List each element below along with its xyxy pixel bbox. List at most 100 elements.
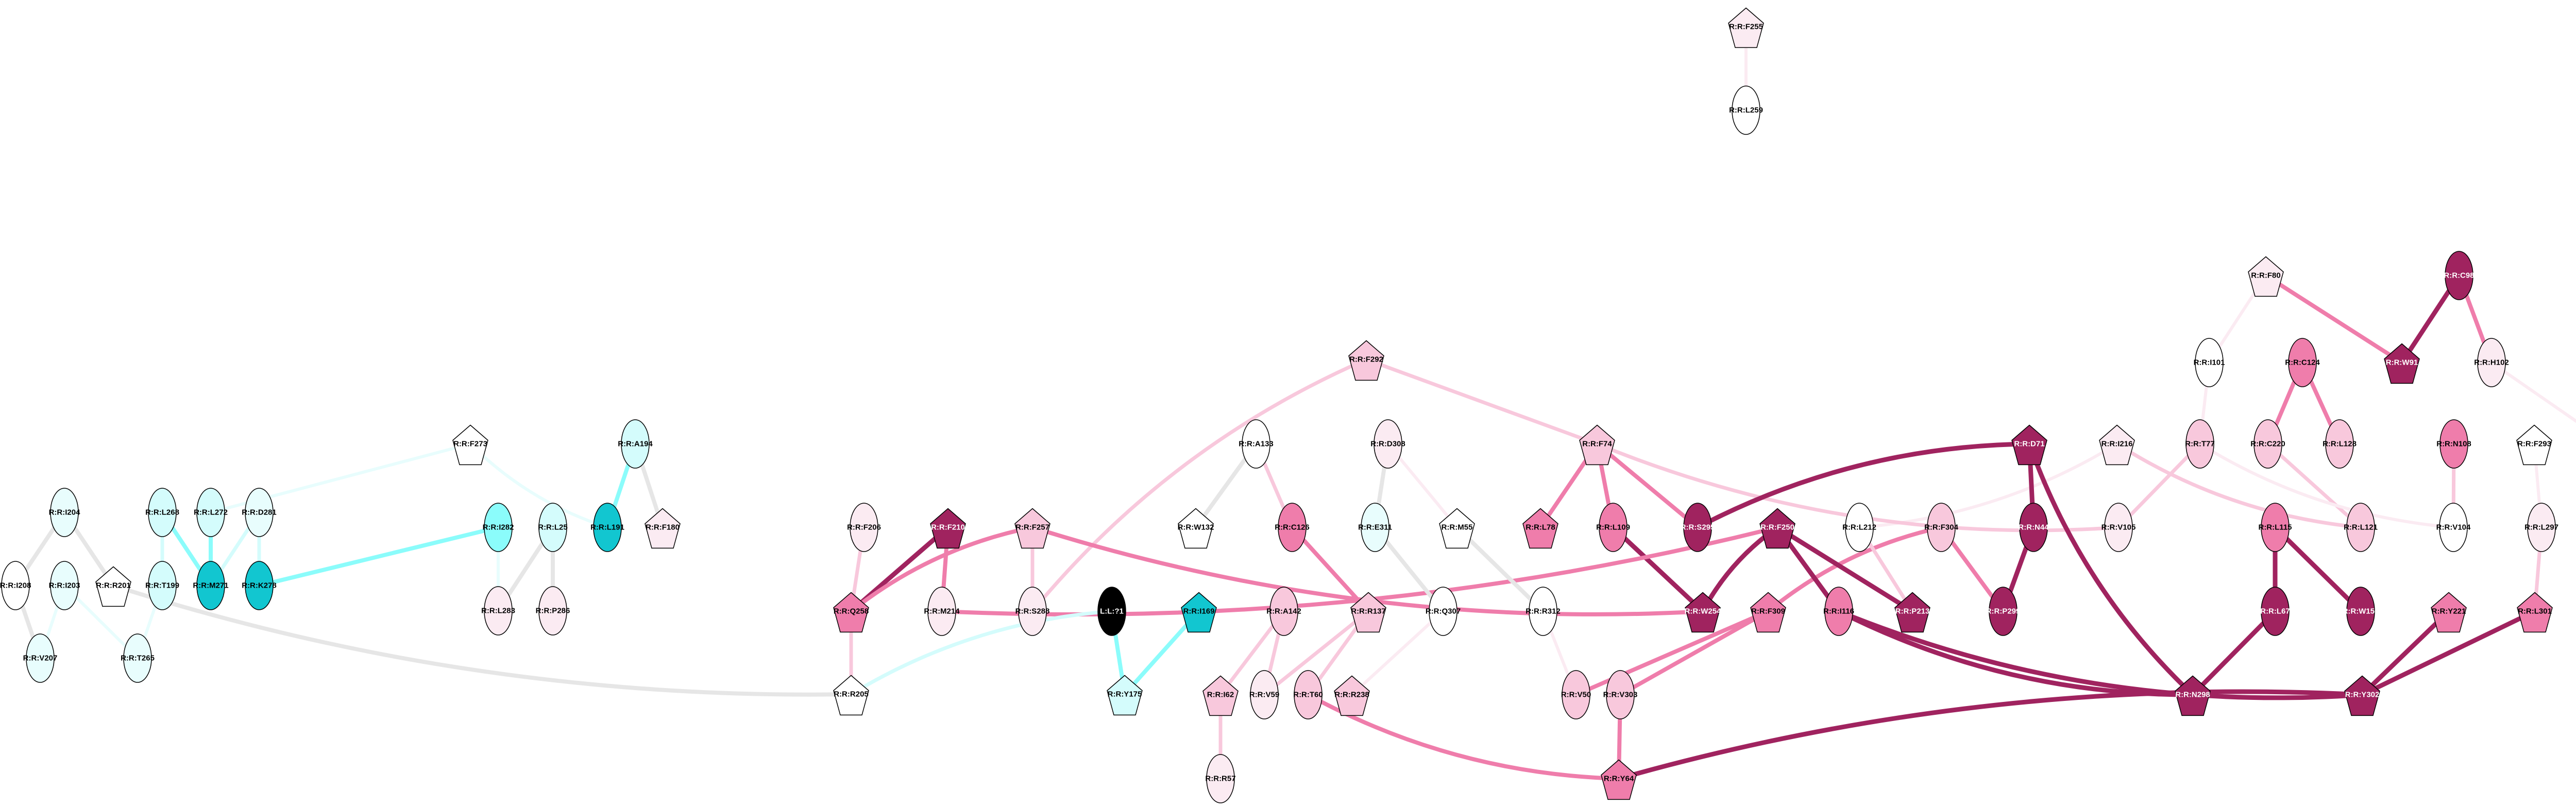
node-r-r-l268[interactable]: R:R:L268 (145, 488, 179, 537)
node-r-r-e311[interactable]: R:R:E311 (1358, 503, 1392, 552)
node-r-r-n44[interactable]: R:R:N44 (2018, 503, 2049, 552)
node-r-r-n298[interactable]: R:R:N298 (2175, 675, 2211, 716)
node-r-r-i282[interactable]: R:R:I282 (483, 503, 514, 552)
node-r-r-y175[interactable]: R:R:Y175 (1107, 675, 1143, 716)
node-r-r-w132[interactable]: R:R:W132 (1178, 508, 1214, 549)
node-r-r-d71[interactable]: R:R:D71 (2011, 424, 2047, 466)
node-r-r-l191[interactable]: R:R:L191 (590, 503, 624, 552)
node-r-r-i169[interactable]: R:R:I169 (1181, 592, 1217, 633)
node-r-r-q258[interactable]: R:R:Q258 (833, 592, 869, 633)
node-r-r-f257[interactable]: R:R:F257 (1014, 508, 1050, 549)
node-r-r-h102[interactable]: R:R:H102 (2474, 338, 2509, 387)
node-r-r-s295[interactable]: R:R:S295 (1681, 503, 1715, 552)
node-r-r-f309[interactable]: R:R:F309 (1750, 592, 1786, 633)
node-r-r-c124[interactable]: R:R:C124 (2285, 338, 2320, 387)
node-r-r-f255[interactable]: R:R:F255 (1728, 7, 1764, 48)
node-r-r-v207[interactable]: R:R:V207 (23, 633, 58, 683)
node-r-r-w254[interactable]: R:R:W254 (1685, 592, 1721, 633)
node-r-r-w91[interactable]: R:R:W91 (2384, 343, 2420, 384)
node-r-r-i101[interactable]: R:R:I101 (2194, 338, 2225, 387)
node-r-r-v104[interactable]: R:R:V104 (2436, 503, 2471, 552)
node-r-r-c220[interactable]: R:R:C220 (2250, 419, 2285, 469)
node-r-r-f304[interactable]: R:R:F304 (1924, 503, 1959, 552)
node-label: R:R:V59 (1249, 691, 1279, 699)
node-label: R:R:I101 (2194, 358, 2225, 367)
pentagon-node-shape (1014, 508, 1050, 549)
node-r-r-i62[interactable]: R:R:I62 (1202, 675, 1239, 716)
node-r-r-m55[interactable]: R:R:M55 (1439, 508, 1475, 549)
node-r-r-r205[interactable]: R:R:R205 (833, 675, 869, 716)
node-r-r-f293[interactable]: R:R:F293 (2516, 424, 2552, 466)
node-r-r-t77[interactable]: R:R:T77 (2185, 419, 2215, 469)
ellipse-node-shape (2346, 503, 2375, 552)
node-r-r-n108[interactable]: R:R:N108 (2436, 419, 2471, 469)
node-r-r-l128[interactable]: R:R:L128 (2323, 419, 2357, 469)
node-r-r-l67[interactable]: R:R:L67 (2260, 587, 2290, 636)
node-r-r-l109[interactable]: R:R:L109 (1596, 503, 1630, 552)
node-r-r-p299[interactable]: R:R:P299 (1986, 587, 2021, 636)
node-r-r-l78[interactable]: R:R:L78 (1522, 508, 1558, 549)
node-r-r-l283[interactable]: R:R:L283 (481, 586, 515, 636)
pentagon-node-shape (2175, 675, 2211, 716)
node-r-r-v50[interactable]: R:R:V50 (1561, 670, 1591, 719)
node-r-r-r312[interactable]: R:R:R312 (1526, 587, 1561, 636)
node-r-r-i204[interactable]: R:R:I204 (49, 488, 81, 537)
node-r-r-v105[interactable]: R:R:V105 (2102, 503, 2136, 552)
node-r-r-c98[interactable]: R:R:C98 (2444, 251, 2475, 300)
node-label: R:R:V207 (23, 654, 58, 663)
pentagon-node-shape (2516, 424, 2552, 466)
node-r-r-l259[interactable]: R:R:L259 (1729, 85, 1763, 135)
node-r-r-s288[interactable]: R:R:S288 (1015, 587, 1050, 636)
node-r-r-f210[interactable]: R:R:F210 (930, 508, 966, 549)
node-label: R:R:I62 (1207, 691, 1234, 699)
node-r-r-p286[interactable]: R:R:P286 (536, 586, 570, 636)
node-r-r-i203[interactable]: R:R:I203 (49, 561, 80, 610)
node-r-r-a142[interactable]: R:R:A142 (1266, 587, 1301, 636)
node-r-r-p213[interactable]: R:R:P213 (1894, 592, 1930, 633)
node-r-r-t199[interactable]: R:R:T199 (145, 561, 179, 610)
node-r-r-f80[interactable]: R:R:F80 (2248, 256, 2284, 297)
node-r-r-c126[interactable]: R:R:C126 (1275, 503, 1310, 552)
node-r-r-m271[interactable]: R:R:M271 (193, 561, 229, 610)
node-r-r-r238[interactable]: R:R:R238 (1334, 675, 1370, 716)
node-r-r-f180[interactable]: R:R:F180 (645, 508, 681, 549)
node-r-r-t265[interactable]: R:R:T265 (121, 633, 155, 683)
node-r-r-f206[interactable]: R:R:F206 (847, 503, 881, 552)
node-r-r-l297[interactable]: R:R:L297 (2524, 503, 2558, 552)
node-r-r-l301[interactable]: R:R:L301 (2517, 592, 2553, 633)
node-r-r-f292[interactable]: R:R:F292 (1348, 340, 1384, 381)
node-r-r-r57[interactable]: R:R:R57 (1205, 754, 1236, 803)
node-r-r-f273[interactable]: R:R:F273 (452, 424, 488, 466)
edge-r-r-i116-r-r-y302 (1838, 609, 2363, 700)
node-r-r-v59[interactable]: R:R:V59 (1249, 670, 1279, 719)
node-r-r-d308[interactable]: R:R:D308 (1370, 419, 1405, 469)
node-r-r-i208[interactable]: R:R:I208 (0, 561, 31, 610)
node-l-l-1[interactable]: L:L:?1 (1097, 587, 1126, 636)
node-r-r-w150[interactable]: R:R:W150 (2343, 587, 2379, 636)
node-r-r-l121[interactable]: R:R:L121 (2344, 503, 2378, 552)
node-label: R:R:Q258 (834, 607, 869, 616)
node-r-r-f250[interactable]: R:R:F250 (1759, 508, 1795, 549)
node-r-r-m214[interactable]: R:R:M214 (924, 587, 960, 636)
ellipse-node-shape (850, 503, 878, 552)
node-r-r-l272[interactable]: R:R:L272 (194, 488, 228, 537)
node-r-r-a194[interactable]: R:R:A194 (618, 419, 653, 469)
node-r-r-l115[interactable]: R:R:L115 (2258, 503, 2292, 552)
node-r-r-y64[interactable]: R:R:Y64 (1601, 759, 1637, 800)
node-r-r-y221[interactable]: R:R:Y221 (2431, 592, 2467, 633)
node-r-r-k278[interactable]: R:R:K278 (242, 561, 277, 610)
node-r-r-l212[interactable]: R:R:L212 (1842, 503, 1876, 552)
node-r-r-r201[interactable]: R:R:R201 (95, 566, 131, 607)
node-r-r-t60[interactable]: R:R:T60 (1293, 670, 1323, 719)
node-r-r-i116[interactable]: R:R:I116 (1823, 587, 1854, 636)
node-r-r-r137[interactable]: R:R:R137 (1350, 592, 1386, 633)
node-r-r-i216[interactable]: R:R:I216 (2099, 424, 2135, 466)
node-r-r-l25[interactable]: R:R:L25 (538, 503, 568, 552)
node-r-r-d281[interactable]: R:R:D281 (242, 488, 277, 537)
node-r-r-f74[interactable]: R:R:F74 (1579, 424, 1615, 466)
node-r-r-y302[interactable]: R:R:Y302 (2344, 675, 2380, 716)
ellipse-node-shape (621, 419, 650, 469)
node-r-r-q307[interactable]: R:R:Q307 (1426, 587, 1461, 636)
node-r-r-a133[interactable]: R:R:A133 (1239, 419, 1274, 469)
node-r-r-v303[interactable]: R:R:V303 (1603, 670, 1638, 719)
